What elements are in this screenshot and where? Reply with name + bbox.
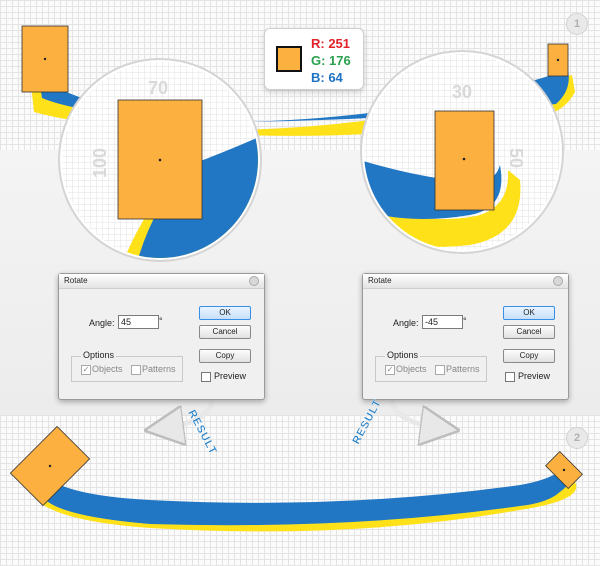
rotate-dialog-left: Rotate Angle: 45 ° Options ✓ Objects Pat… [58,273,265,400]
rotate-dialog-right: Rotate Angle: -45 ° Options ✓ Objects Pa… [362,273,569,400]
center-point-icon [43,57,47,61]
copy-button[interactable]: Copy [503,349,555,363]
bottom-artboard-grid [0,415,600,566]
preview-checkbox[interactable] [201,372,211,382]
step-badge-1: 1 [566,13,588,35]
patterns-label: Patterns [142,364,176,374]
options-group [71,356,183,382]
bottom-banner-shape [30,462,577,532]
preview-label: Preview [214,371,247,381]
green-value: G: 176 [311,53,351,68]
preview-label: Preview [518,371,551,381]
patterns-label: Patterns [446,364,480,374]
options-label: Options [385,350,421,360]
patterns-checkbox[interactable] [435,365,445,375]
result-arrow-left [164,399,215,428]
close-icon[interactable] [553,276,563,286]
color-swatch[interactable] [276,46,302,72]
center-point-icon [562,468,566,472]
options-group [375,356,487,382]
degree-symbol: ° [159,316,163,326]
blue-value: B: 64 [311,70,343,85]
cancel-button[interactable]: Cancel [503,325,555,339]
right-magnifier [360,50,564,254]
center-point-icon [556,58,560,62]
right-width-label: 30 [452,82,472,102]
objects-checkbox[interactable]: ✓ [81,365,91,375]
dialog-titlebar: Rotate [59,274,264,289]
result-arrow-right [389,399,440,428]
close-icon[interactable] [249,276,259,286]
degree-symbol: ° [463,316,467,326]
red-value: R: 251 [311,36,351,51]
left-height-label: 100 [90,148,110,178]
right-height-label: 50 [506,148,526,168]
copy-button[interactable]: Copy [199,349,251,363]
ok-button[interactable]: OK [199,306,251,320]
angle-label: Angle: [393,318,419,328]
objects-label: Objects [92,364,123,374]
patterns-checkbox[interactable] [131,365,141,375]
angle-input[interactable]: 45 [118,315,159,329]
objects-checkbox[interactable]: ✓ [385,365,395,375]
color-readout-card: R: 251 G: 176 B: 64 [264,28,364,90]
left-width-label: 70 [148,78,168,98]
step-badge-2: 2 [566,427,588,449]
objects-label: Objects [396,364,427,374]
ok-button[interactable]: OK [503,306,555,320]
preview-checkbox[interactable] [505,372,515,382]
options-label: Options [81,350,117,360]
angle-label: Angle: [89,318,115,328]
angle-input[interactable]: -45 [422,315,463,329]
dialog-titlebar: Rotate [363,274,568,289]
cancel-button[interactable]: Cancel [199,325,251,339]
center-point-icon [48,464,52,468]
